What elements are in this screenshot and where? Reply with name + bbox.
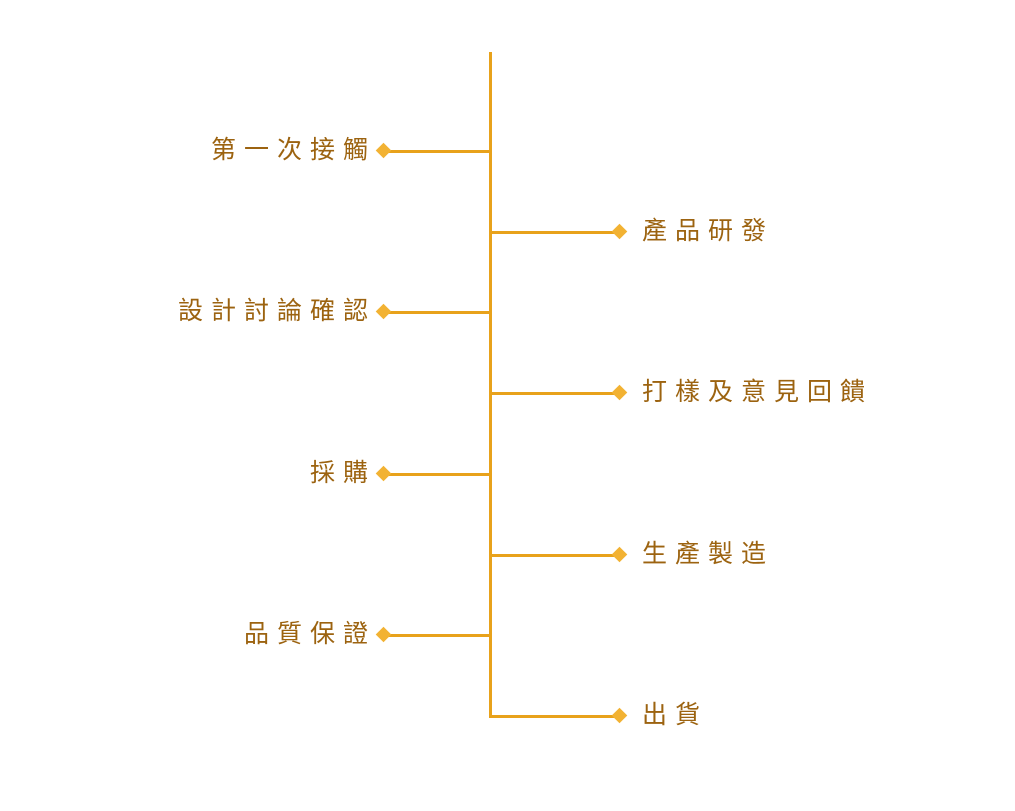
step-label: 生產製造 — [642, 539, 775, 568]
step-quality-assurance: 品質保證 — [160, 619, 492, 648]
diamond-marker-icon — [375, 465, 392, 482]
step-label: 打樣及意見回饋 — [642, 377, 874, 406]
diamond-marker-icon — [375, 142, 392, 159]
step-label: 設計討論確認 — [177, 296, 376, 325]
step-design-confirmation: 設計討論確認 — [160, 296, 492, 325]
diamond-marker-icon — [611, 707, 628, 724]
connector-line — [489, 554, 617, 557]
timeline-spine — [489, 52, 492, 718]
connector-line — [382, 634, 490, 637]
step-shipping: 出貨 — [489, 700, 909, 729]
step-first-contact: 第一次接觸 — [160, 135, 492, 164]
diamond-marker-icon — [611, 546, 628, 563]
step-label: 採購 — [309, 458, 376, 487]
diamond-marker-icon — [375, 626, 392, 643]
step-label: 產品研發 — [642, 216, 775, 245]
connector-line — [382, 150, 490, 153]
diamond-marker-icon — [611, 223, 628, 240]
step-sampling-feedback: 打樣及意見回饋 — [489, 377, 909, 406]
diamond-marker-icon — [375, 303, 392, 320]
connector-line — [489, 715, 617, 718]
connector-line — [489, 392, 617, 395]
step-label: 第一次接觸 — [210, 135, 376, 164]
connector-line — [382, 311, 490, 314]
diamond-marker-icon — [611, 384, 628, 401]
connector-line — [489, 231, 617, 234]
step-procurement: 採購 — [160, 458, 492, 487]
step-product-development: 產品研發 — [489, 216, 909, 245]
step-label: 品質保證 — [243, 619, 376, 648]
step-manufacturing: 生產製造 — [489, 539, 909, 568]
connector-line — [382, 473, 490, 476]
step-label: 出貨 — [642, 700, 709, 729]
